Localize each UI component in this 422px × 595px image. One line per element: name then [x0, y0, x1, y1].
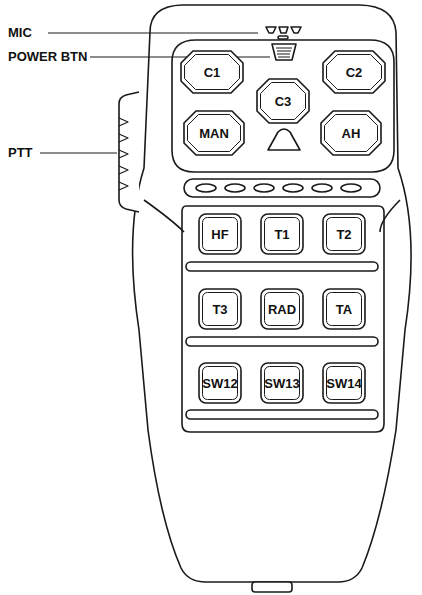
- button-outer: [323, 289, 365, 329]
- button-inner: [327, 218, 362, 251]
- keypad-button: RAD: [260, 288, 304, 330]
- button-inner: [203, 293, 238, 326]
- button-outer: [199, 289, 241, 329]
- button-label: C3: [275, 95, 292, 108]
- separator-bar: [186, 262, 378, 271]
- function-button: C2: [322, 50, 386, 94]
- button-outer: [261, 214, 303, 254]
- button-inner: [265, 218, 300, 251]
- button-label: C1: [204, 66, 221, 79]
- keypad-button: SW13: [260, 362, 304, 404]
- function-button: MAN: [183, 110, 245, 156]
- keypad-button: T1: [260, 213, 304, 255]
- nav-triangle: [268, 129, 300, 150]
- button-inner: [265, 293, 300, 326]
- power-button: [272, 44, 296, 60]
- housing-outline: [133, 5, 412, 582]
- button-outer: [184, 111, 244, 155]
- ptt-button: [119, 92, 139, 212]
- button-inner: [185, 55, 240, 90]
- button-inner: [203, 367, 238, 400]
- button-inner: [327, 293, 362, 326]
- button-label: RAD: [268, 303, 296, 316]
- button-inner: [327, 367, 362, 400]
- button-inner: [188, 115, 241, 152]
- function-button: C1: [180, 50, 244, 94]
- leader-line: [40, 153, 117, 154]
- leader-line: [48, 33, 258, 34]
- button-outer: [323, 214, 365, 254]
- separator-bar: [186, 410, 378, 419]
- leader-line: [90, 57, 270, 58]
- mic-holes: [266, 27, 301, 33]
- part-label: MIC: [8, 26, 32, 39]
- side-wing: [144, 200, 184, 232]
- keypad-button: T2: [322, 213, 366, 255]
- function-button: AH: [320, 110, 382, 156]
- button-label: T1: [274, 228, 289, 241]
- button-outer: [199, 214, 241, 254]
- button-outer: [199, 363, 241, 403]
- button-label: HF: [211, 228, 228, 241]
- part-label: POWER BTN: [8, 50, 87, 63]
- side-wing: [380, 200, 400, 232]
- led-indicators: [196, 184, 361, 192]
- button-label: T3: [212, 303, 227, 316]
- button-outer: [321, 111, 381, 155]
- button-label: SW12: [202, 377, 237, 390]
- button-outer: [261, 289, 303, 329]
- separator-bar: [186, 337, 378, 346]
- button-outer: [261, 363, 303, 403]
- button-label: T2: [336, 228, 351, 241]
- power-led: [278, 36, 288, 39]
- button-label: C2: [346, 66, 363, 79]
- button-inner: [327, 55, 382, 90]
- button-outer: [257, 79, 309, 123]
- button-inner: [265, 367, 300, 400]
- bottom-tab: [252, 582, 292, 592]
- ptt-ridges: [119, 118, 128, 190]
- button-outer: [181, 51, 243, 93]
- button-pad: [172, 40, 394, 172]
- button-label: MAN: [199, 127, 229, 140]
- keypad-button: SW14: [322, 362, 366, 404]
- button-inner: [325, 115, 378, 152]
- button-inner: [261, 83, 306, 120]
- button-label: TA: [336, 303, 352, 316]
- keypad-panel: [182, 206, 384, 432]
- part-label: PTT: [8, 146, 33, 159]
- button-label: SW13: [264, 377, 299, 390]
- keypad-button: TA: [322, 288, 366, 330]
- button-inner: [203, 218, 238, 251]
- led-strip: [184, 179, 380, 197]
- button-label: AH: [342, 127, 361, 140]
- button-label: SW14: [326, 377, 361, 390]
- power-grille: [276, 48, 292, 57]
- button-outer: [323, 363, 365, 403]
- keypad-button: HF: [198, 213, 242, 255]
- function-button: C3: [256, 78, 310, 124]
- keypad-button: T3: [198, 288, 242, 330]
- keypad-button: SW12: [198, 362, 242, 404]
- button-outer: [323, 51, 385, 93]
